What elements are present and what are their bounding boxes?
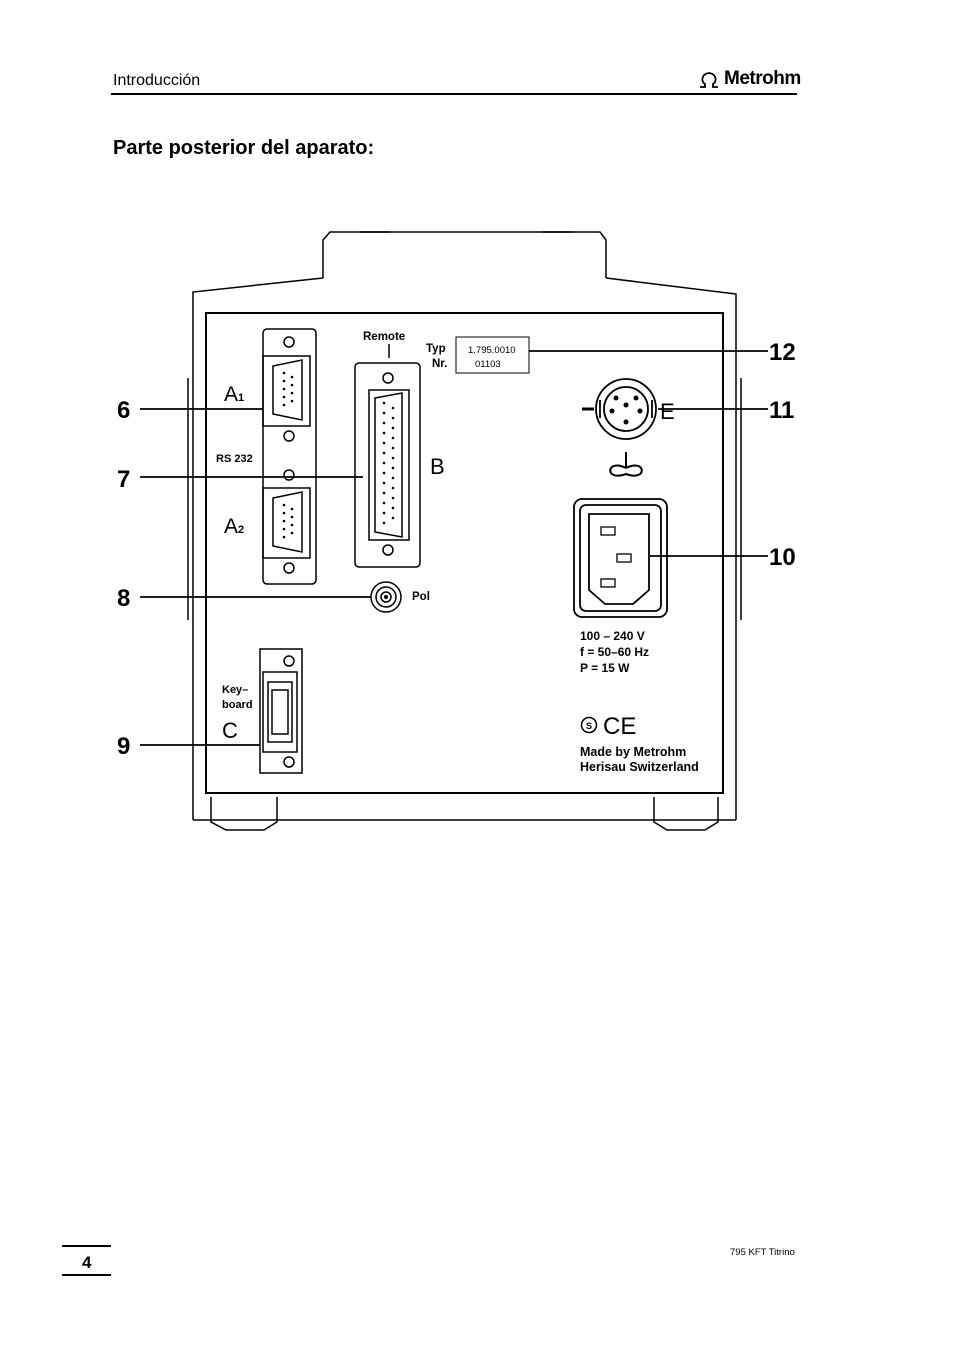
rating-voltage: 100 – 240 V [580,629,645,643]
callout-6: 6 [117,397,130,424]
label-e: E [660,399,675,424]
remote-pin [391,476,395,480]
remote-pin [382,431,386,435]
brand-name: Metrohm [724,68,801,89]
remote-pin [391,496,395,500]
callout-9: 9 [117,733,130,760]
brand-logo: Metrohm [698,68,801,90]
rear-panel-diagram: S 6 7 8 9 10 11 12 A1 A2 RS 232 Remote B… [117,231,796,831]
nr-value: 01103 [475,359,501,370]
typ-value: 1.795.0010 [468,345,516,356]
callout-12: 12 [769,339,796,366]
rating-frequency: f = 50–60 Hz [580,645,649,659]
label-rs232: RS 232 [216,453,253,465]
remote-pin [382,421,386,425]
remote-pin [391,436,395,440]
remote-pin [391,406,395,410]
remote-pin [382,471,386,475]
header-rule [111,93,797,95]
location-text: Herisau Switzerland [580,760,699,774]
remote-pin [391,456,395,460]
page-number: 4 [82,1253,92,1272]
remote-pin [382,481,386,485]
footer-rule-top [62,1245,111,1247]
label-keyboard-1: Key– [222,684,248,696]
remote-pin [382,491,386,495]
callout-10: 10 [769,544,796,571]
label-keyboard-2: board [222,699,253,711]
remote-pin [382,401,386,405]
svg-text:S: S [586,721,592,731]
rating-power: P = 15 W [580,661,630,675]
made-by-text: Made by Metrohm [580,745,686,759]
label-nr: Nr. [432,358,447,370]
remote-pin [382,511,386,515]
remote-pin [391,486,395,490]
header-section-title: Introducción [113,72,201,89]
callout-7: 7 [117,466,130,493]
remote-pin [391,516,395,520]
callout-8: 8 [117,585,130,612]
callout-11: 11 [769,397,794,424]
label-a1: A1 [224,383,244,406]
page-title: Parte posterior del aparato: [113,137,375,159]
omega-icon [700,72,718,88]
remote-pin [382,451,386,455]
remote-pin [391,416,395,420]
remote-pin [391,506,395,510]
label-remote: Remote [363,331,405,343]
footer-rule-bottom [62,1274,111,1276]
remote-pin [391,426,395,430]
remote-pin [382,441,386,445]
remote-pin [391,466,395,470]
footer-product-name: 795 KFT Titrino [730,1247,795,1258]
remote-pin [382,521,386,525]
remote-pin [391,446,395,450]
label-c: C [222,718,238,743]
remote-pin [382,501,386,505]
label-a2: A2 [224,515,244,538]
remote-pin [382,411,386,415]
label-pol: Pol [412,591,430,603]
label-typ: Typ [426,343,446,355]
remote-pin [382,461,386,465]
label-b: B [430,454,445,479]
ce-mark: CE [603,713,636,740]
